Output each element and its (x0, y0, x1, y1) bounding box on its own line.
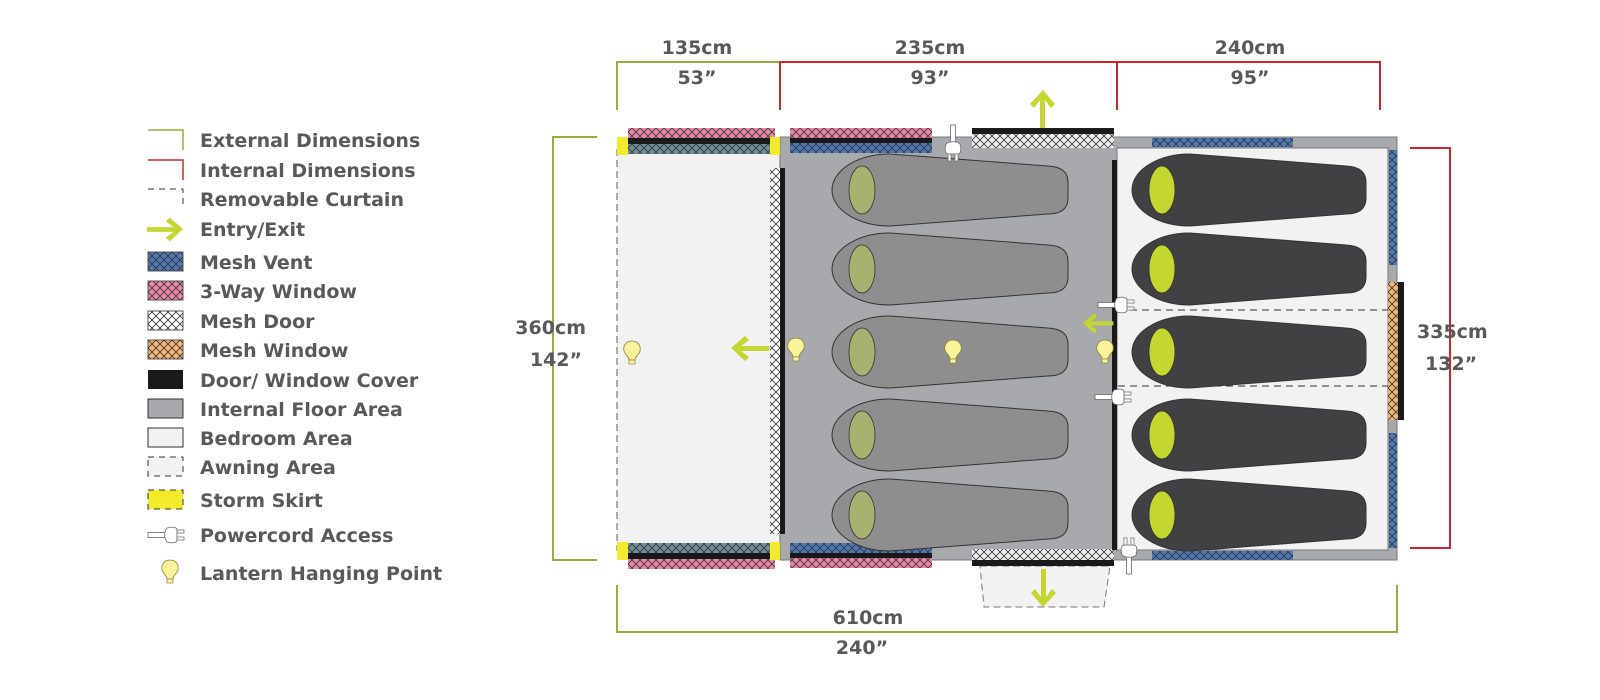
storm-skirt-icon (147, 489, 184, 510)
dim-top-living-cm: 235cm (895, 37, 966, 59)
sleeping-bag-living (831, 232, 1069, 306)
window-cover (790, 138, 932, 143)
openings (617, 128, 1404, 569)
legend-item: Powercord Access (147, 525, 393, 547)
legend-label: Storm Skirt (200, 490, 323, 512)
legend-label: Mesh Window (200, 340, 348, 362)
mesh-window-icon (147, 339, 184, 360)
door-cover (972, 560, 1114, 566)
bedroom-door-cover (1112, 160, 1117, 550)
legend-item: Storm Skirt (147, 489, 323, 512)
legend-item: Mesh Window (147, 339, 348, 362)
dim-left-in: 142” (530, 349, 582, 371)
dim-top-bedroom-cm: 240cm (1215, 37, 1286, 59)
dim-bottom-cm: 610cm (833, 607, 904, 629)
cover-icon (148, 370, 183, 389)
sleeping-bag-bedroom (1131, 153, 1367, 227)
storm-skirt (617, 137, 628, 155)
bag-head (1148, 410, 1176, 460)
dimension-labels: 135cm 53” 235cm 93” 240cm 95” 360cm 142”… (515, 37, 1487, 659)
window-cover (628, 553, 775, 559)
external-dimension-lines (552, 61, 1398, 633)
legend-label: Mesh Door (200, 311, 315, 333)
three-way-window-icon (147, 280, 184, 301)
legend-item: Awning Area (147, 456, 336, 479)
dim-right-cm: 335cm (1417, 321, 1488, 343)
dim-bottom-in: 240” (836, 637, 888, 659)
legend-label: External Dimensions (200, 130, 420, 152)
bag-head (848, 165, 876, 215)
sleeping-bag-living (831, 478, 1069, 552)
legend-item: Bedroom Area (147, 427, 353, 450)
plug-icon (147, 526, 185, 544)
bedroom-icon (147, 427, 184, 448)
legend-item: Mesh Door (147, 310, 315, 333)
entry-exit-arrow-icon (1030, 90, 1055, 128)
storm-skirt (770, 542, 780, 560)
storm-skirt (770, 137, 780, 155)
legend-item: Mesh Vent (147, 251, 312, 274)
bag-head (848, 244, 876, 294)
sleeping-bag-living (831, 398, 1069, 472)
sleeping-bags (831, 153, 1367, 552)
legend-label: Awning Area (200, 457, 336, 479)
window-cover (1398, 282, 1404, 420)
legend-label: Internal Dimensions (200, 160, 416, 182)
curtain-icon (148, 188, 184, 209)
internal-dimension-icon (148, 159, 184, 180)
sleeping-bag-bedroom (1131, 315, 1367, 389)
bag-head (848, 327, 876, 377)
mesh-door-icon (147, 310, 184, 331)
floor-icon (147, 398, 184, 419)
bag-head (1148, 244, 1176, 294)
bag-head (1148, 490, 1176, 540)
legend-item: Internal Dimensions (148, 159, 416, 182)
dim-top-awning-cm: 135cm (662, 37, 733, 59)
legend-item: Entry/Exit (146, 217, 305, 242)
legend-label: Bedroom Area (200, 428, 353, 450)
window-cover (790, 553, 932, 558)
legend-item: External Dimensions (148, 129, 420, 152)
door-cover (780, 168, 785, 534)
legend-label: Removable Curtain (200, 189, 404, 211)
external-dimension-icon (148, 129, 184, 150)
bag-head (1148, 327, 1176, 377)
awning-icon (147, 456, 184, 477)
sleeping-bag-bedroom (1131, 398, 1367, 472)
legend-label: Powercord Access (200, 525, 393, 547)
sleeping-bag-bedroom (1131, 232, 1367, 306)
storm-skirt (617, 542, 628, 560)
mesh-vent-icon (147, 251, 184, 272)
legend-item: 3-Way Window (147, 280, 357, 303)
legend-item: Lantern Hanging Point (161, 559, 442, 585)
legend-label: Door/ Window Cover (200, 370, 419, 392)
dim-left-cm: 360cm (515, 317, 586, 339)
legend-item: Internal Floor Area (147, 398, 403, 421)
legend-item: Door/ Window Cover (148, 370, 419, 392)
door-cover (972, 128, 1114, 134)
internal-dimension-lines (779, 61, 1451, 549)
legend-label: Lantern Hanging Point (200, 563, 442, 585)
dim-right-in: 132” (1425, 353, 1477, 375)
dim-top-living-in: 93” (911, 67, 950, 89)
bag-head (848, 410, 876, 460)
arrow-icon (146, 217, 183, 242)
legend-label: 3-Way Window (200, 281, 357, 303)
legend-item: Removable Curtain (148, 188, 404, 211)
bulb-icon (161, 559, 179, 584)
sleeping-bag-bedroom (1131, 478, 1367, 552)
window-cover (628, 138, 775, 144)
sleeping-bag-living (831, 153, 1069, 227)
legend-label: Internal Floor Area (200, 399, 403, 421)
bag-head (1148, 165, 1176, 215)
bag-head (848, 490, 876, 540)
legend-label: Mesh Vent (200, 252, 312, 274)
dim-top-bedroom-in: 95” (1231, 67, 1270, 89)
dim-top-awning-in: 53” (678, 67, 717, 89)
legend-label: Entry/Exit (200, 219, 305, 241)
